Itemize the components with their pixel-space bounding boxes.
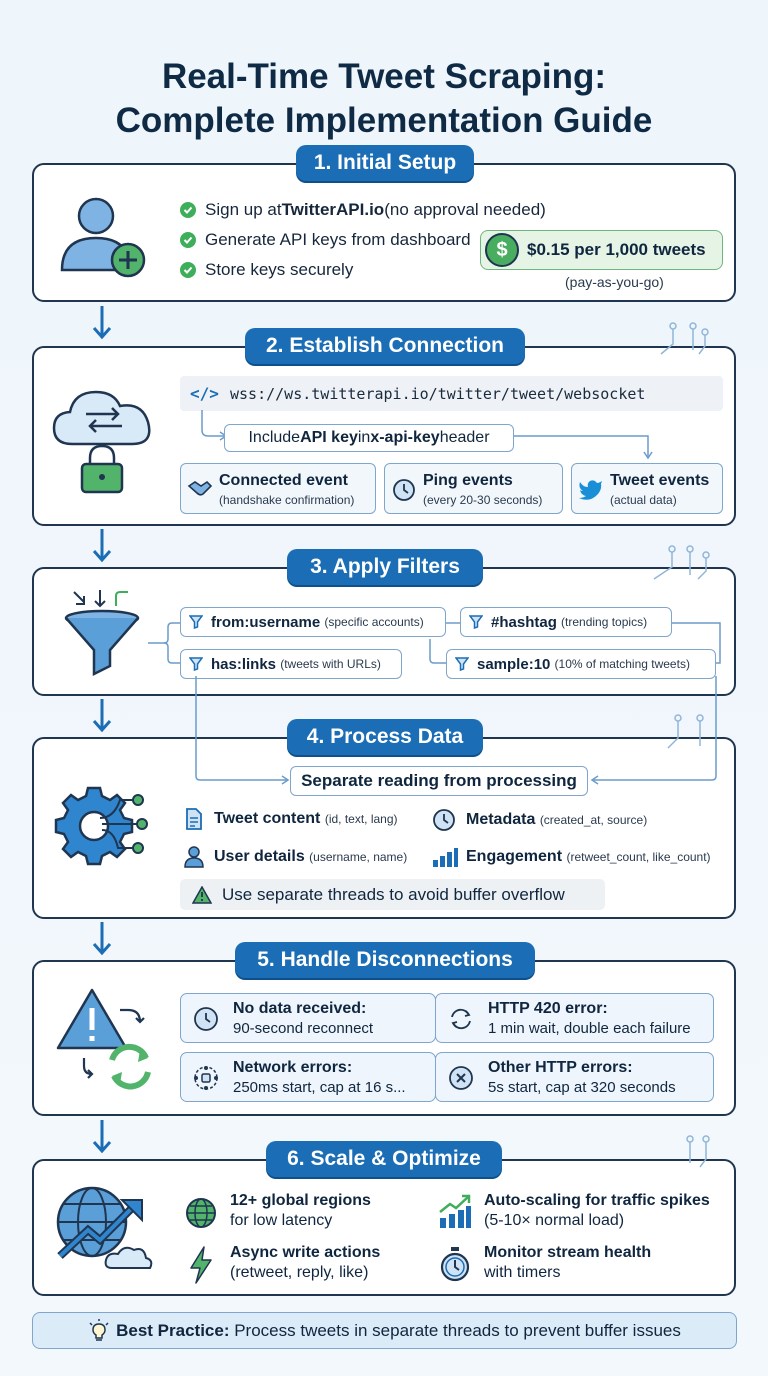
process-banner: Separate reading from processing <box>290 766 588 796</box>
websocket-url: wss://ws.twitterapi.io/twitter/tweet/web… <box>230 385 646 403</box>
warning-retry-icon <box>56 986 156 1095</box>
flow-arrow <box>92 306 112 340</box>
step5-heading: 5. Handle Disconnections <box>235 942 535 978</box>
data-item-user-details: User details (username, name) <box>184 846 407 868</box>
circuit-decoration-icon <box>686 1135 710 1168</box>
event-ping: Ping events (every 20-30 seconds) <box>384 463 563 514</box>
filter-connector-lines <box>148 622 721 664</box>
step1-heading: 1. Initial Setup <box>296 145 474 181</box>
merge-lines <box>195 676 717 785</box>
step6-heading: 6. Scale & Optimize <box>266 1141 502 1177</box>
circuit-decoration-icon <box>660 322 709 355</box>
error-network: Network errors: 250ms start, cap at 16 s… <box>180 1052 436 1102</box>
clock-icon <box>433 809 455 831</box>
check-icon <box>180 202 196 218</box>
event-title: Tweet events <box>610 472 710 489</box>
page-title-line2: Complete Implementation Guide <box>115 101 653 140</box>
filter-has-links: has:links (tweets with URLs) <box>180 649 402 679</box>
check-icon <box>180 232 196 248</box>
filter-hashtag: #hashtag (trending topics) <box>460 607 672 637</box>
dollar-icon: $ <box>485 233 519 267</box>
event-desc: (handshake confirmation) <box>219 493 355 507</box>
clock-icon <box>194 1007 218 1031</box>
flow-arrow <box>92 699 112 733</box>
filter-from-username: from:username (specific accounts) <box>180 607 446 637</box>
data-item-tweet-content: Tweet content (id, text, lang) <box>184 808 398 830</box>
price-badge: $ $0.15 per 1,000 tweets <box>480 230 723 270</box>
x-circle-icon <box>449 1066 473 1090</box>
websocket-url-box: </> wss://ws.twitterapi.io/twitter/tweet… <box>180 376 723 411</box>
scale-item-autoscaling: Auto-scaling for traffic spikes (5-10× n… <box>438 1192 710 1230</box>
best-practice-banner: Best Practice: Process tweets in separat… <box>32 1312 737 1349</box>
flow-arrow <box>92 529 112 563</box>
price-note: (pay-as-you-go) <box>565 274 664 290</box>
check-icon <box>180 262 196 278</box>
warning-banner: Use separate threads to avoid buffer ove… <box>180 879 605 910</box>
flow-arrow <box>92 922 112 956</box>
document-icon <box>186 808 202 830</box>
lightning-icon <box>190 1246 212 1284</box>
bar-chart-icon <box>433 848 458 867</box>
step4-heading: 4. Process Data <box>287 719 483 755</box>
best-practice-text: Process tweets in separate threads to pr… <box>229 1320 681 1340</box>
funnel-icon <box>62 588 146 685</box>
event-title: Ping events <box>423 472 513 489</box>
gear-circuit-icon <box>54 778 154 879</box>
clock-icon <box>393 479 415 501</box>
error-http-420: HTTP 420 error: 1 min wait, double each … <box>435 993 714 1043</box>
event-desc: (actual data) <box>610 493 677 507</box>
step1-item-generate: Generate API keys from dashboard <box>180 230 471 250</box>
api-key-header-note: Include API key in x-api-key header <box>224 424 514 452</box>
event-tweet: Tweet events (actual data) <box>571 463 723 514</box>
globe-growth-icon <box>52 1182 156 1279</box>
stopwatch-icon <box>440 1247 470 1282</box>
filter-icon <box>189 615 203 629</box>
lightbulb-icon <box>89 1318 109 1341</box>
circuit-decoration-icon <box>667 714 704 749</box>
scale-item-async: Async write actions (retweet, reply, lik… <box>184 1244 380 1284</box>
cloud-lock-icon <box>50 378 158 501</box>
globe-icon <box>186 1198 216 1228</box>
best-practice-label: Best Practice: <box>116 1320 230 1340</box>
bird-icon <box>579 480 602 500</box>
filter-icon <box>189 657 203 671</box>
error-no-data: No data received: 90-second reconnect <box>180 993 436 1043</box>
data-item-metadata: Metadata (created_at, source) <box>432 808 647 832</box>
error-other-http: Other HTTP errors: 5s start, cap at 320 … <box>435 1052 714 1102</box>
step2-heading: 2. Establish Connection <box>245 328 525 364</box>
filter-sample: sample:10 (10% of matching tweets) <box>446 649 716 679</box>
code-icon: </> <box>190 384 219 403</box>
filter-icon <box>455 657 469 671</box>
step1-item-signup: Sign up at TwitterAPI.io (no approval ne… <box>180 200 546 220</box>
page-title-line1: Real-Time Tweet Scraping: <box>161 57 607 96</box>
flow-arrow <box>92 1120 112 1154</box>
warning-icon <box>192 885 212 904</box>
scale-item-regions: 12+ global regions for low latency <box>184 1192 371 1230</box>
event-desc: (every 20-30 seconds) <box>423 493 543 507</box>
growth-chart-icon <box>439 1194 471 1228</box>
step3-heading: 3. Apply Filters <box>287 549 483 585</box>
step6-card <box>32 1159 736 1296</box>
retry-icon <box>451 1008 471 1030</box>
network-icon <box>194 1066 218 1090</box>
data-item-engagement: Engagement (retweet_count, like_count) <box>432 846 711 868</box>
filter-icon <box>469 615 483 629</box>
price-text: $0.15 per 1,000 tweets <box>527 240 706 259</box>
event-title: Connected event <box>219 472 348 489</box>
user-add-icon <box>58 196 152 285</box>
event-connected: Connected event (handshake confirmation) <box>180 463 376 514</box>
step1-item-store: Store keys securely <box>180 260 353 280</box>
circuit-decoration-icon <box>653 545 710 580</box>
handshake-icon <box>187 480 213 496</box>
user-icon <box>184 846 204 868</box>
scale-item-monitor: Monitor stream health with timers <box>438 1244 651 1282</box>
